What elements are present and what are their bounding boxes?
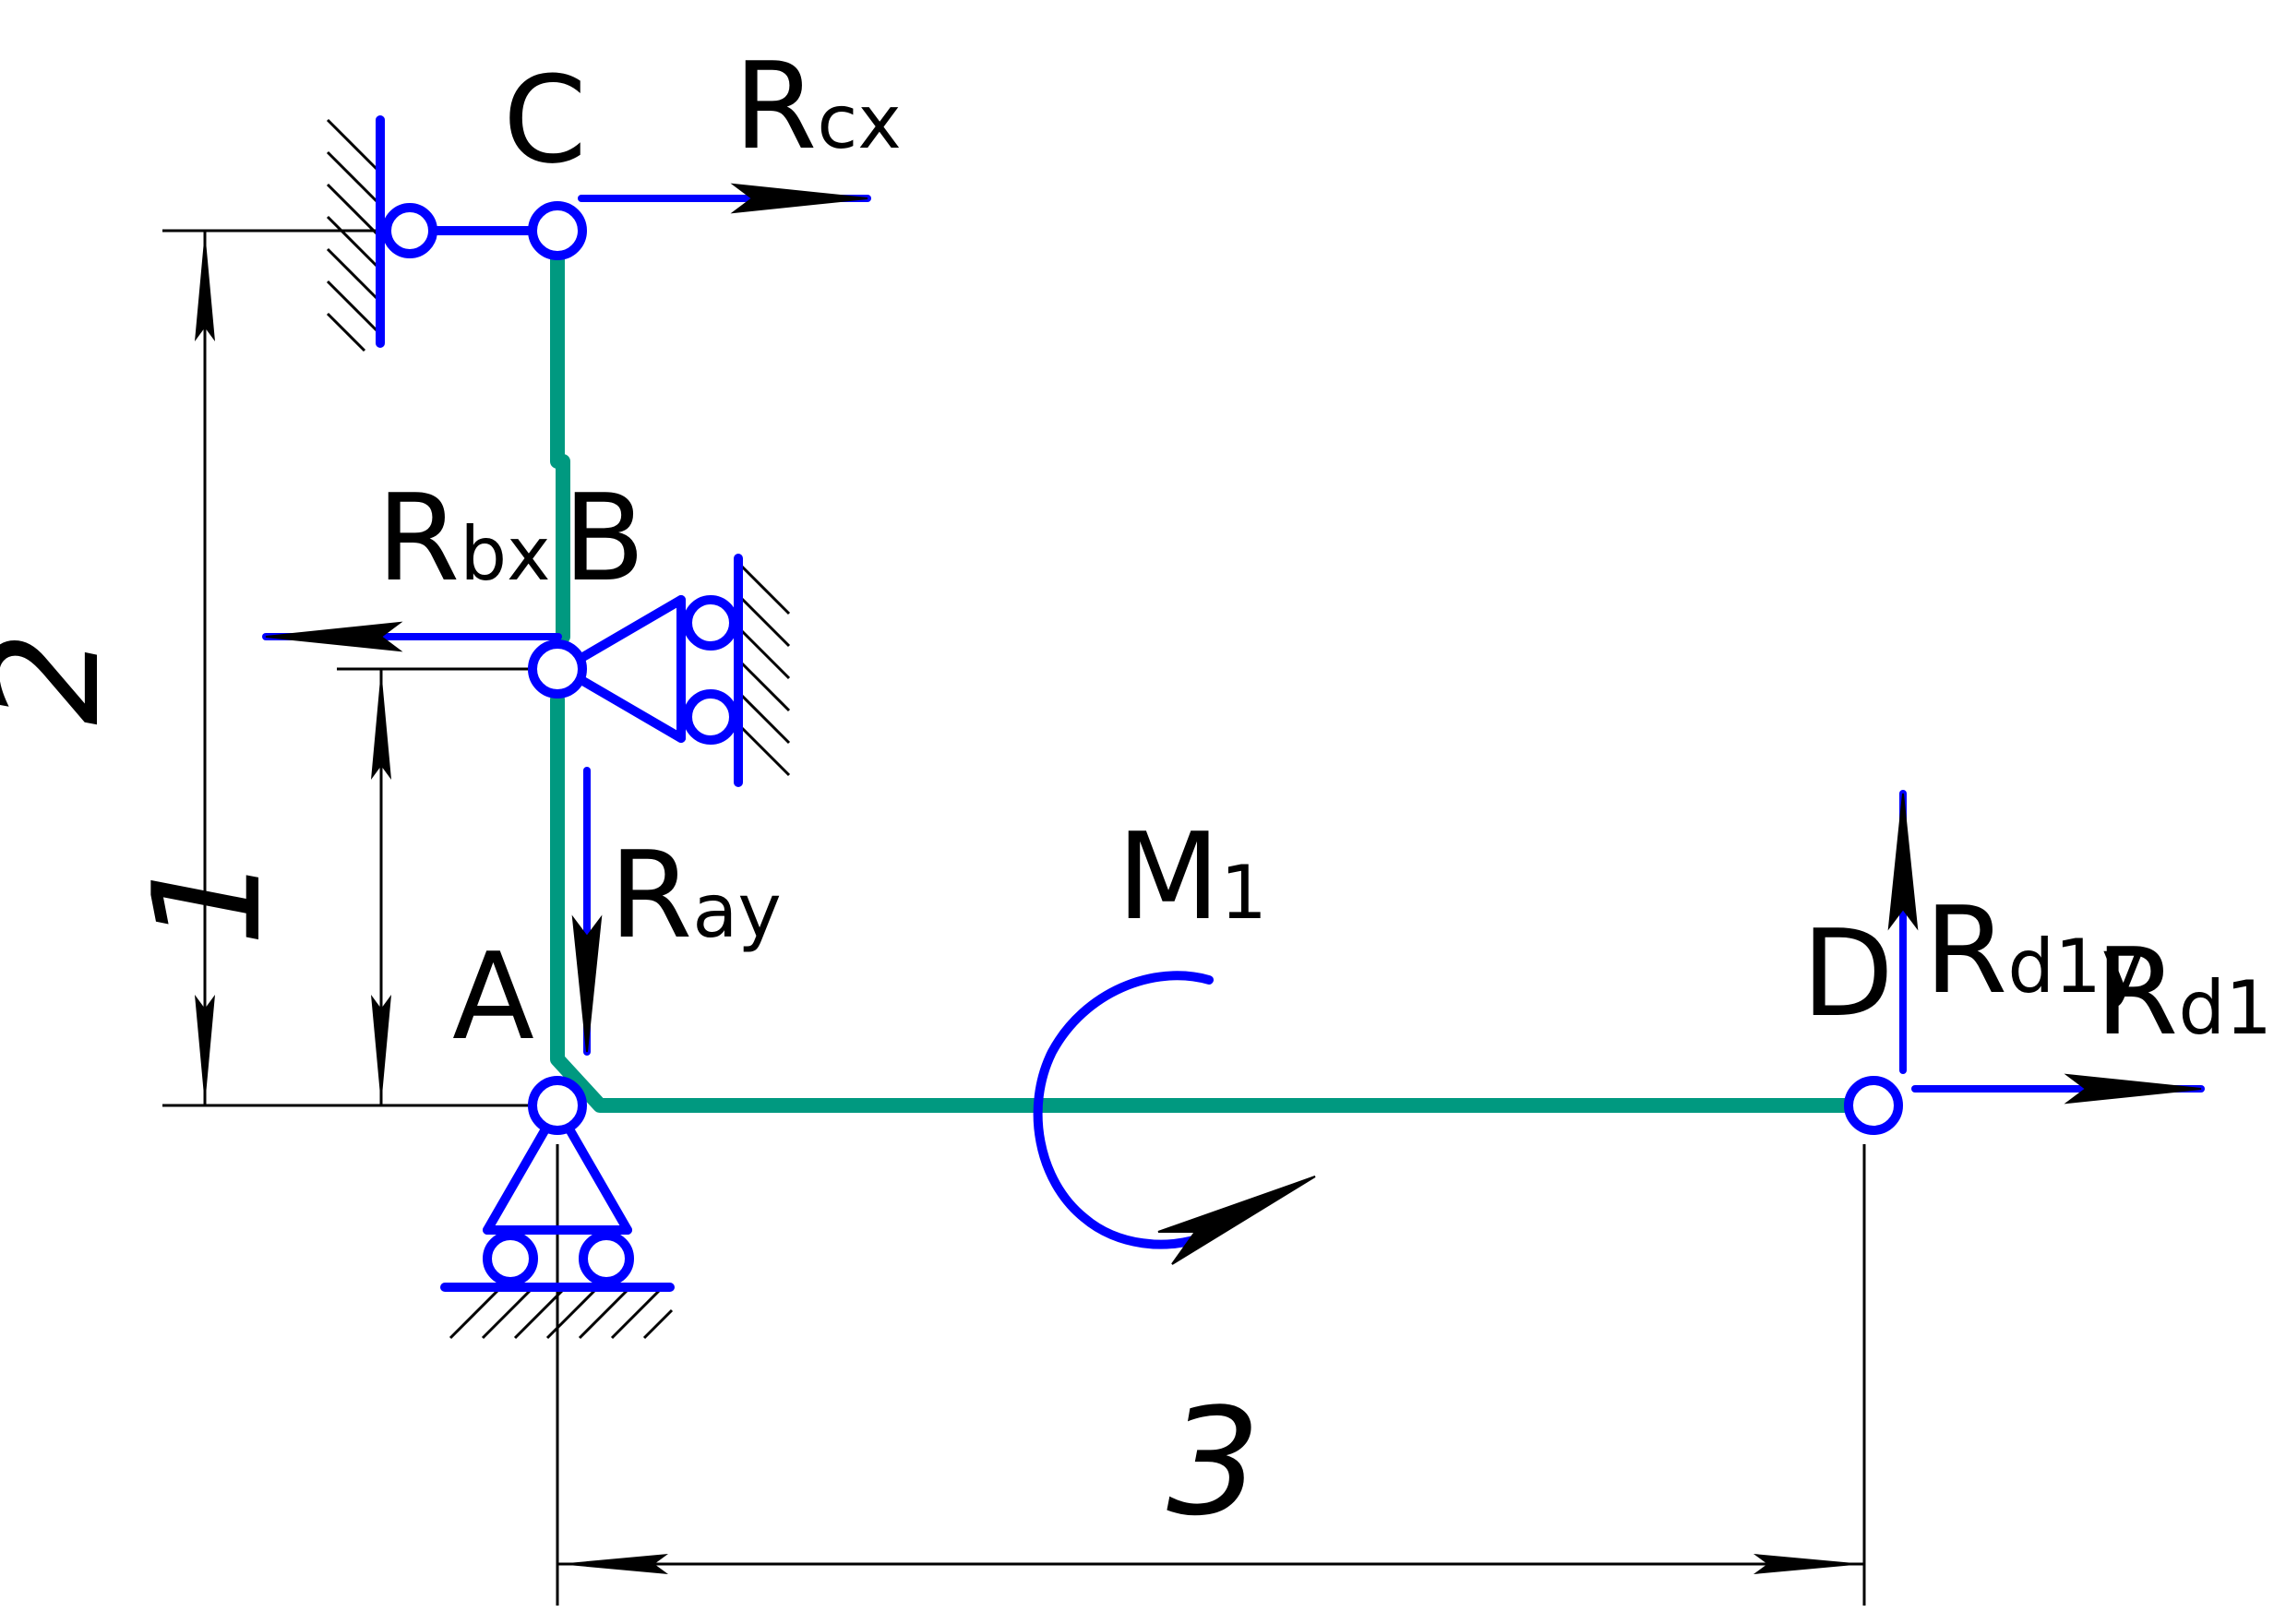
label-rd1x-sub: d1x: [2178, 965, 2274, 1051]
dim-label-1: 1: [121, 853, 293, 947]
label-point-b: B: [563, 468, 645, 608]
force-rcx-head: [730, 183, 868, 214]
hinge-c: [528, 201, 587, 260]
force-rd1y-head: [1887, 793, 1919, 931]
roller-b-bottom: [683, 689, 738, 745]
hatch-wall-c: [326, 118, 380, 352]
label-rd1x: Rd1x: [2095, 922, 2274, 1062]
moment-m1-arc: [1033, 971, 1214, 1249]
force-ray-head: [571, 914, 603, 1053]
frame-hinges: [528, 201, 1903, 1135]
label-rbx-main: R: [377, 468, 460, 608]
label-rbx: Rbx: [377, 468, 550, 608]
dimensions: [162, 229, 1866, 1606]
frame-member-ba: [550, 692, 1858, 1113]
supports: [376, 115, 743, 1292]
labels: C B A D Rcx Rbx Ray M1 Rd1y Rd1x: [377, 36, 2274, 1067]
label-rd1y: Rd1y: [1924, 880, 2145, 1021]
label-ray-sub: ay: [692, 868, 781, 954]
dim-label-3: 3: [1167, 1376, 1261, 1548]
label-rcx: Rcx: [734, 36, 902, 176]
support-b: [577, 554, 743, 787]
hinge-b: [528, 639, 587, 699]
force-rbx-head: [265, 621, 403, 652]
roller-b-top: [683, 595, 738, 651]
label-rd1y-sub: d1y: [2007, 924, 2145, 1009]
label-moment-sub: 1: [1220, 850, 1267, 936]
roller-a-left: [483, 1231, 538, 1286]
hinge-c-wall: [382, 203, 437, 258]
hatch-wall-b: [736, 561, 791, 777]
hinge-d: [1844, 1076, 1903, 1135]
label-point-c: C: [503, 50, 587, 190]
label-rd1x-main: R: [2095, 922, 2178, 1062]
frame-member-ca: [550, 249, 570, 644]
support-c: [376, 115, 538, 348]
label-rcx-main: R: [734, 36, 817, 176]
label-point-a: A: [452, 926, 534, 1067]
roller-a-right: [579, 1231, 634, 1286]
label-ray: Ray: [609, 825, 782, 965]
label-point-d: D: [1801, 903, 1894, 1044]
ground-hatching: [326, 118, 791, 1340]
force-rd1x-head: [2064, 1073, 2202, 1105]
label-rd1y-main: R: [1924, 880, 2007, 1021]
moment-m1-head: [1157, 1176, 1316, 1265]
support-a: [440, 1123, 675, 1292]
hinge-a: [528, 1076, 587, 1135]
label-moment: M1: [1117, 806, 1267, 947]
label-rcx-sub: cx: [817, 79, 901, 165]
frame: [550, 249, 1858, 1113]
label-rbx-sub: bx: [460, 511, 550, 597]
hatch-ground-a: [449, 1288, 674, 1340]
forces: [262, 183, 2205, 1265]
dim-label-2: 2: [0, 631, 132, 725]
label-moment-main: M: [1117, 806, 1220, 947]
label-ray-main: R: [609, 825, 692, 965]
